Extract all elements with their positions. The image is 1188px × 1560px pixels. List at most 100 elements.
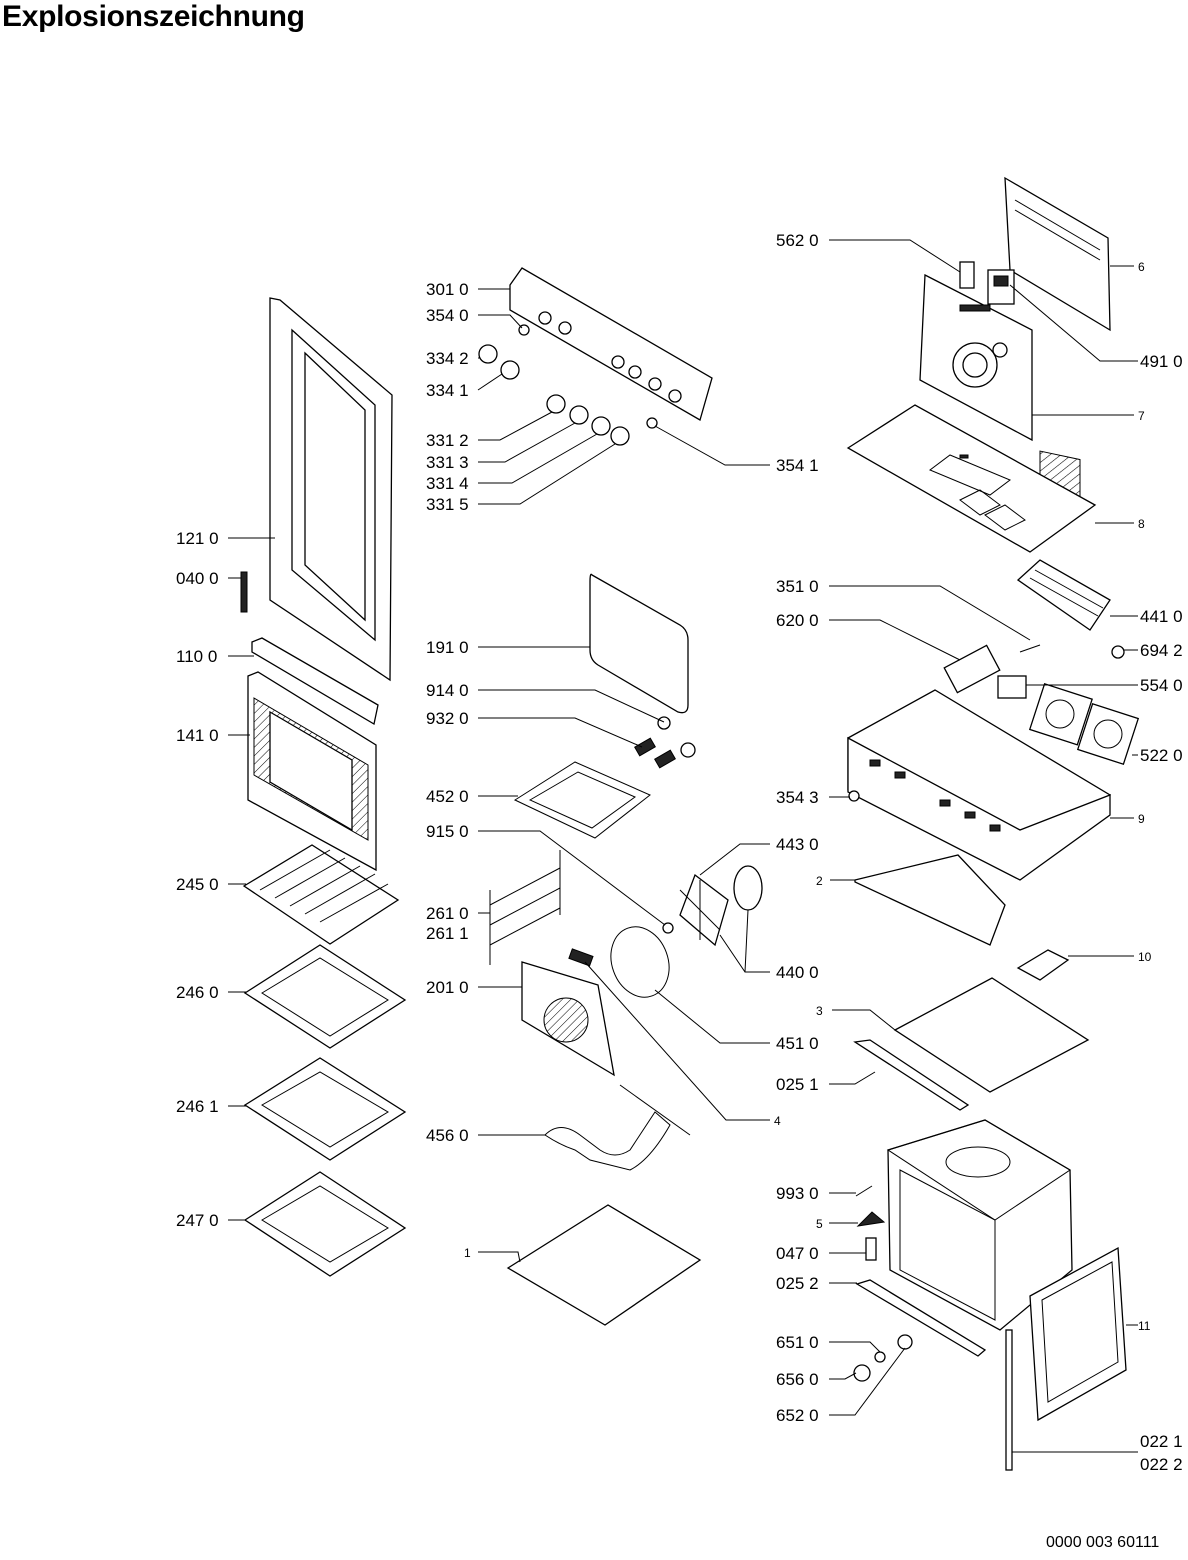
- label-261-0: 261 0: [426, 904, 469, 923]
- vertical-rail-part: [1005, 1329, 1013, 1471]
- fan-cover-panel-part: [521, 961, 615, 1077]
- label-443-0: 443 0: [776, 835, 819, 854]
- baking-tray-2-part: [243, 1057, 407, 1161]
- label-246-0: 246 0: [176, 983, 219, 1002]
- bracket-parts: [959, 261, 1015, 305]
- label-2: 2: [816, 874, 823, 888]
- label-915-0: 915 0: [426, 822, 469, 841]
- label-914-0: 914 0: [426, 681, 469, 700]
- label-440-0: 440 0: [776, 963, 819, 982]
- label-4: 4: [774, 1114, 781, 1128]
- switch-block-part: [943, 644, 1001, 694]
- label-121-0: 121 0: [176, 529, 219, 548]
- label-3: 3: [816, 1004, 823, 1018]
- hinge-part: [240, 571, 248, 613]
- label-022-2: 022 2: [1140, 1455, 1183, 1474]
- screw-part: [848, 790, 860, 802]
- label-354-3: 354 3: [776, 788, 819, 807]
- label-331-5: 331 5: [426, 495, 469, 514]
- label-11: 11: [1138, 1319, 1151, 1333]
- tangential-fan-part: [1016, 559, 1111, 631]
- label-694-2: 694 2: [1140, 641, 1183, 660]
- label-247-0: 247 0: [176, 1211, 219, 1230]
- label-025-2: 025 2: [776, 1274, 819, 1293]
- label-261-1: 261 1: [426, 924, 469, 943]
- bottom-heating-element-part: [544, 1084, 691, 1171]
- label-1: 1: [464, 1246, 471, 1260]
- fan-motor-part: [662, 865, 763, 947]
- label-652-0: 652 0: [776, 1406, 819, 1425]
- label-620-0: 620 0: [776, 611, 819, 630]
- label-7: 7: [1138, 409, 1145, 423]
- baking-tray-part: [243, 944, 407, 1049]
- fastener-parts: [634, 716, 696, 769]
- label-354-0: 354 0: [426, 306, 469, 325]
- label-025-1: 025 1: [776, 1075, 819, 1094]
- side-frame-part: [854, 854, 1006, 946]
- top-cover-part: [846, 404, 1097, 553]
- label-351-0: 351 0: [776, 577, 819, 596]
- label-331-2: 331 2: [426, 431, 469, 450]
- label-441-0: 441 0: [1140, 607, 1183, 626]
- label-993-0: 993 0: [776, 1184, 819, 1203]
- label-5: 5: [816, 1217, 823, 1231]
- label-8: 8: [1138, 517, 1145, 531]
- outer-door-glass-part: [247, 671, 377, 872]
- back-wall-panel-part: [919, 273, 1033, 442]
- label-456-0: 456 0: [426, 1126, 469, 1145]
- label-191-0: 191 0: [426, 638, 469, 657]
- label-6: 6: [1138, 260, 1145, 274]
- door-handle-part: [251, 637, 379, 726]
- grill-heating-element-part: [513, 761, 651, 839]
- label-656-0: 656 0: [776, 1370, 819, 1389]
- label-110-0: 110 0: [176, 647, 217, 666]
- label-451-0: 451 0: [776, 1034, 819, 1053]
- label-331-3: 331 3: [426, 453, 469, 472]
- support-rail-part: [853, 1039, 970, 1111]
- small-cover-part: [1016, 949, 1070, 981]
- bottom-plate-part: [506, 1204, 702, 1326]
- label-201-0: 201 0: [426, 978, 469, 997]
- label-334-1: 334 1: [426, 381, 469, 400]
- door-gasket-part: [589, 573, 689, 714]
- main-housing-part: [847, 689, 1112, 881]
- part-number-labels: 562 0 6 301 0 354 0 334 2 491 0 334 1 7 …: [176, 231, 1183, 1474]
- knob-parts: [478, 324, 658, 446]
- small-hardware-parts: [853, 1185, 987, 1382]
- label-554-0: 554 0: [1140, 676, 1183, 695]
- label-9: 9: [1138, 812, 1145, 826]
- oven-cavity-part: [886, 1119, 1073, 1331]
- label-334-2: 334 2: [426, 349, 469, 368]
- leader-lines: [228, 239, 1138, 1453]
- shelf-rail-parts: [489, 850, 561, 965]
- inner-door-frame-part: [269, 297, 393, 682]
- cooling-fan-units-part: [1028, 682, 1140, 766]
- base-sheet-part: [893, 977, 1090, 1093]
- label-246-1: 246 1: [176, 1097, 219, 1116]
- page-title: Explosionszeichnung: [2, 0, 305, 33]
- timer-part: [997, 675, 1027, 699]
- plug-part: [1111, 645, 1125, 659]
- label-047-0: 047 0: [776, 1244, 819, 1263]
- label-522-0: 522 0: [1140, 746, 1183, 765]
- ring-heating-element-part: [610, 926, 670, 998]
- label-245-0: 245 0: [176, 875, 219, 894]
- label-040-0: 040 0: [176, 569, 219, 588]
- label-562-0: 562 0: [776, 231, 819, 250]
- side-panel-part: [1029, 1246, 1127, 1422]
- label-932-0: 932 0: [426, 709, 469, 728]
- label-301-0: 301 0: [426, 280, 469, 299]
- document-number: 0000 003 60111: [1046, 1534, 1160, 1551]
- label-10: 10: [1138, 950, 1152, 964]
- small-bracket-part: [568, 948, 594, 967]
- label-491-0: 491 0: [1140, 352, 1183, 371]
- label-022-1: 022 1: [1140, 1432, 1183, 1451]
- label-651-0: 651 0: [776, 1333, 819, 1352]
- label-354-1: 354 1: [776, 456, 819, 475]
- label-141-0: 141 0: [176, 726, 219, 745]
- wire-rack-part: [242, 844, 400, 945]
- control-panel-part: [509, 267, 713, 421]
- label-452-0: 452 0: [426, 787, 469, 806]
- baking-tray-3-part: [243, 1171, 407, 1277]
